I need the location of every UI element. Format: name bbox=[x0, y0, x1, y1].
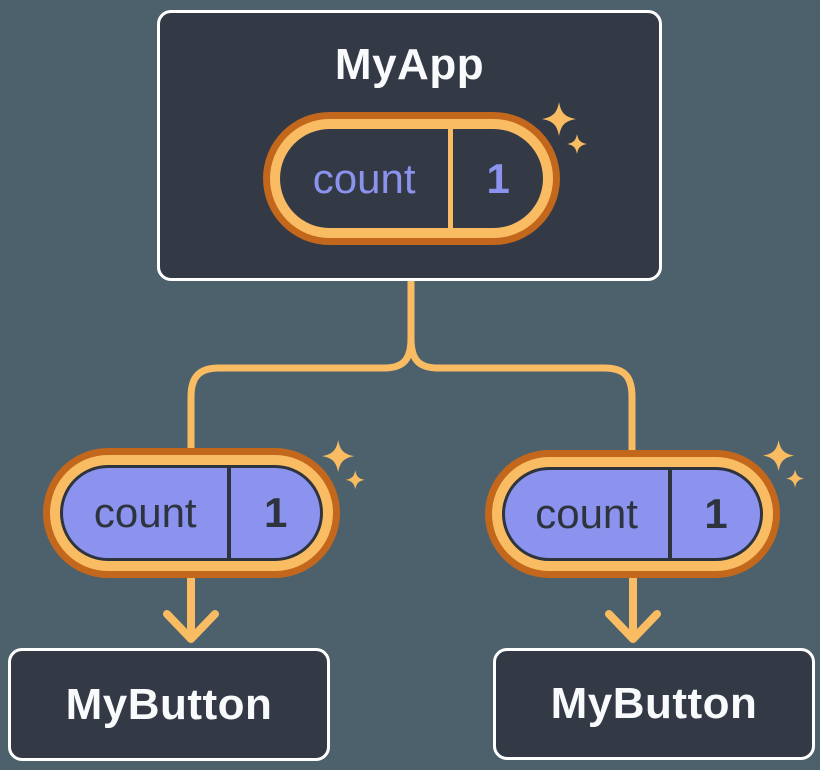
prop-pill-value: 1 bbox=[668, 470, 760, 558]
arrow-down-icon-right bbox=[605, 574, 661, 643]
arrow-down-icon-left bbox=[163, 574, 219, 643]
prop-pill-ring: count 1 bbox=[50, 455, 333, 571]
prop-pill-right: count 1 bbox=[485, 450, 780, 578]
sparkle-icon bbox=[322, 440, 365, 490]
prop-pill-key: count bbox=[93, 489, 197, 536]
prop-pill-ring: count 1 bbox=[492, 457, 773, 571]
leaf-node-label: MyButton bbox=[550, 679, 758, 728]
root-node-label: MyApp bbox=[334, 40, 485, 89]
state-pill-ring: count 1 bbox=[270, 119, 553, 238]
connector-right-branch bbox=[407, 278, 636, 454]
prop-pill-value: 1 bbox=[227, 468, 320, 558]
state-pill-root: count 1 bbox=[263, 112, 560, 245]
state-pill-value: 1 bbox=[448, 129, 543, 228]
prop-pill-key: count bbox=[535, 490, 638, 537]
prop-pill-left: count 1 bbox=[43, 448, 340, 578]
connector-left-branch bbox=[187, 278, 415, 454]
leaf-node-label: MyButton bbox=[65, 679, 273, 729]
leaf-node-mybutton-right: MyButton bbox=[493, 648, 815, 760]
state-pill-key: count bbox=[312, 154, 416, 202]
sparkle-icon bbox=[542, 102, 587, 154]
sparkle-icon bbox=[763, 440, 805, 488]
leaf-node-mybutton-left: MyButton bbox=[8, 648, 330, 761]
